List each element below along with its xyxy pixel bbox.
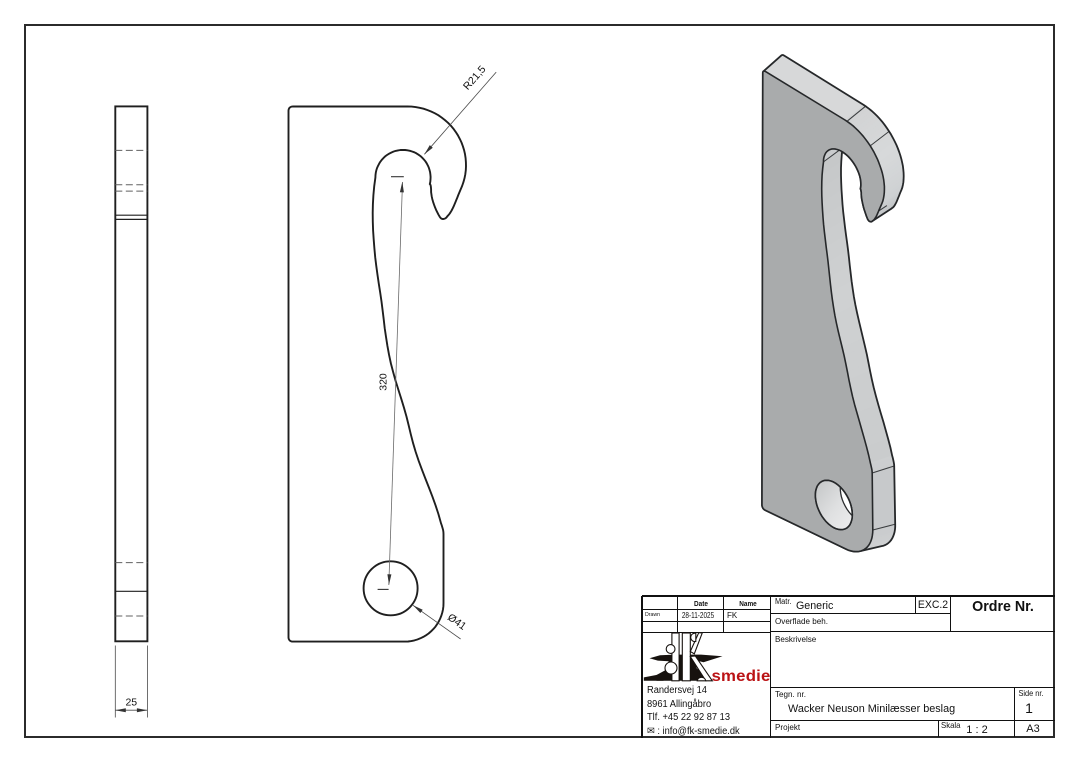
svg-text:Ø41: Ø41 — [445, 611, 468, 632]
svg-text:25: 25 — [125, 697, 137, 709]
svg-text:320: 320 — [378, 373, 390, 391]
svg-text:R21,5: R21,5 — [461, 63, 489, 92]
svg-text:smedie: smedie — [712, 668, 771, 686]
